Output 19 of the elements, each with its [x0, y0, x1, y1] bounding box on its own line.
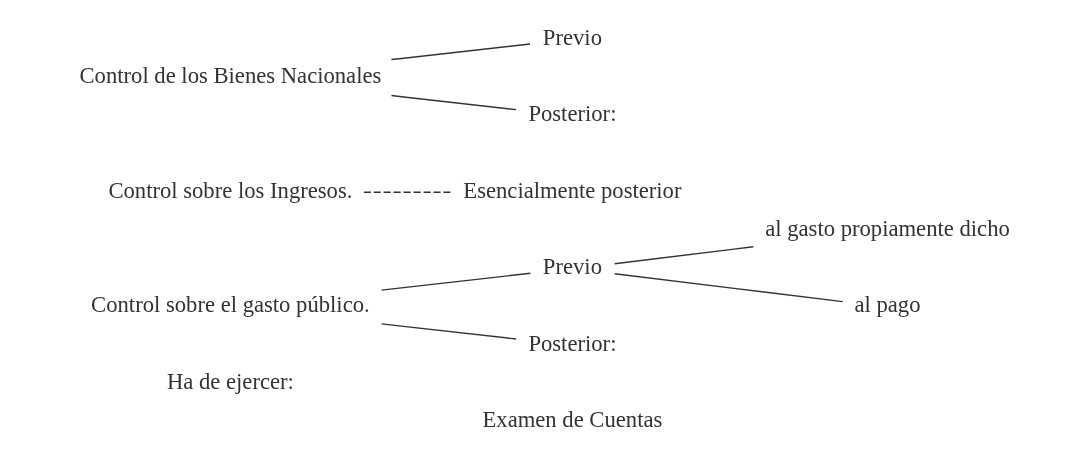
node-text: Control sobre el gasto público. — [90, 292, 370, 318]
connector — [390, 43, 531, 61]
node-text: Previo — [542, 24, 602, 50]
node-text: al pago — [854, 292, 921, 318]
connector — [390, 94, 517, 111]
node-text: Posterior: — [527, 330, 616, 356]
node-text: Control sobre los Ingresos. — [107, 177, 352, 203]
label: Ha de ejercer: — [166, 368, 294, 394]
connector — [613, 246, 754, 265]
connector — [380, 323, 517, 340]
node-text: Previo — [542, 254, 602, 280]
node-text: Control de los Bienes Nacionales — [78, 62, 381, 88]
connector — [380, 272, 531, 291]
connector — [362, 191, 453, 193]
node-text: Posterior: — [527, 101, 616, 127]
node-text: al gasto propiamente dicho — [764, 215, 1010, 241]
node-text: Esencialmente posterior — [462, 177, 681, 203]
connector — [613, 273, 843, 303]
node-label: Examen de Cuentas — [482, 407, 662, 433]
